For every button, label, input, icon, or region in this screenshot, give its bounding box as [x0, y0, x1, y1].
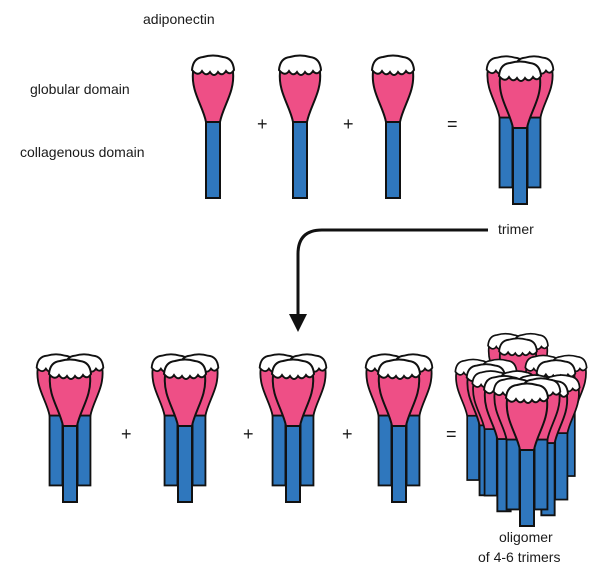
monomer [279, 56, 321, 199]
trimer-label: trimer [498, 221, 534, 237]
trimer [366, 354, 433, 502]
trimer [152, 354, 219, 502]
plus-sign: + [257, 114, 268, 134]
equals-sign: = [447, 114, 458, 134]
plus-sign: + [342, 424, 353, 444]
adiponectin-label: adiponectin [143, 11, 215, 27]
arrowhead [289, 314, 307, 332]
oligomer [455, 334, 586, 526]
plus-sign: + [243, 424, 254, 444]
assembly-arrow [298, 230, 488, 316]
monomer [372, 56, 414, 199]
globular-domain-label: globular domain [30, 81, 130, 97]
oligomer-label: oligomer [499, 529, 553, 545]
trimer [260, 354, 327, 502]
monomer [192, 56, 234, 199]
collagenous-domain-label: collagenous domain [20, 144, 145, 160]
equals-sign: = [446, 424, 457, 444]
plus-sign: + [343, 114, 354, 134]
trimer [487, 56, 554, 204]
oligomer-size-label: of 4-6 trimers [478, 549, 560, 565]
trimer [37, 354, 104, 502]
plus-sign: + [121, 424, 132, 444]
